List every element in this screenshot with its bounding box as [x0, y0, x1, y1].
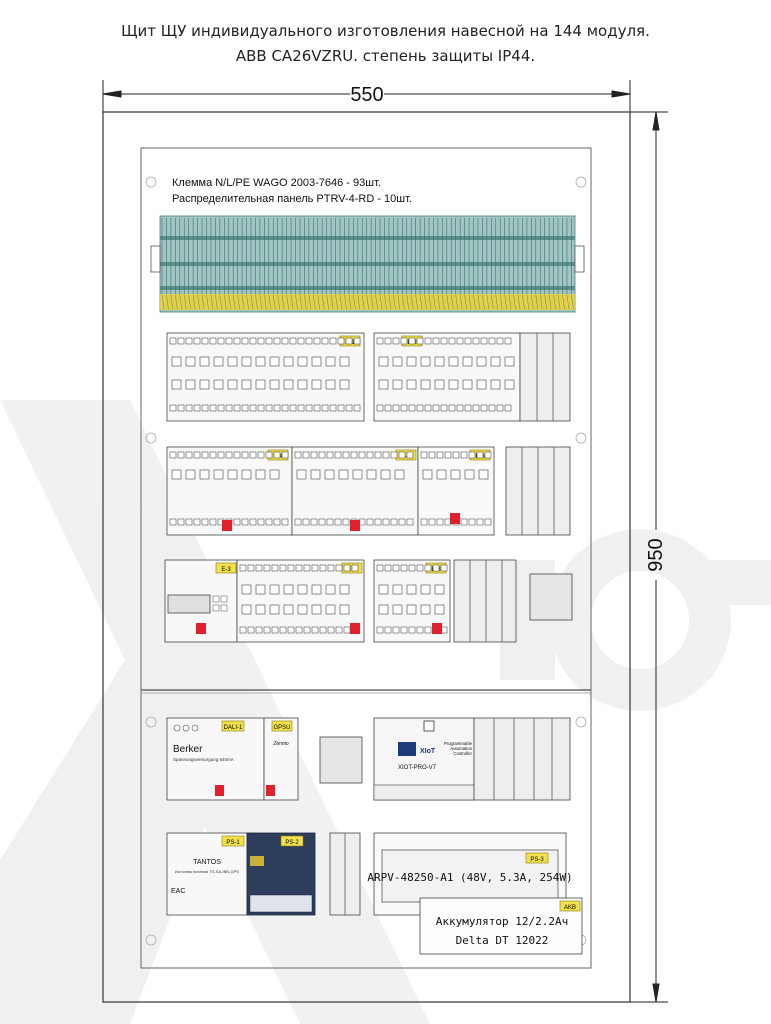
controller-lcd	[167, 594, 211, 614]
svg-text:Programmable: Programmable	[444, 741, 473, 746]
terminal-group-row-4	[529, 573, 573, 621]
gpsu-brand: Zennio	[272, 741, 289, 747]
battery-line-2: Delta DT 12022	[456, 934, 549, 947]
height-dimension	[630, 111, 668, 1003]
width-label: 550	[350, 84, 383, 106]
blank-covers-row-5	[473, 717, 571, 801]
mounting-panel	[140, 147, 592, 969]
svg-text:DALI-1: DALI-1	[224, 725, 243, 731]
led-driver-label: ARPV-48250-A1 (48V, 5.3A, 254W)	[367, 871, 572, 884]
width-dimension	[102, 80, 631, 112]
svg-text:PS-3: PS-3	[530, 857, 544, 863]
enclosure-outline	[102, 111, 631, 1003]
mounting-holes	[145, 176, 587, 946]
terminal-label-2: Распределительная панель PTRV-4-RD - 10ш…	[172, 193, 412, 205]
xiot-logo-mark	[398, 742, 416, 756]
svg-text:GPSU: GPSU	[273, 725, 290, 731]
svg-text:Е-3: Е-3	[221, 567, 231, 573]
tantos-logo: TANTOS	[193, 859, 221, 866]
drawing-title-line-2: ABB CA26VZRU. степень защиты IP44.	[235, 47, 536, 65]
berker-logo: Berker	[173, 744, 203, 755]
drawing-title-line-1: Щит ЩУ индивидуального изготовления наве…	[121, 22, 650, 40]
din-row-6: PS-1 TANTOS Источник питания TS-SA-IBN-G…	[166, 832, 583, 955]
terminal-strip	[150, 215, 585, 313]
svg-text:PS-2: PS-2	[285, 840, 299, 846]
tantos-power-supply	[166, 832, 248, 916]
eac-mark: EAC	[171, 888, 185, 895]
terminal-label-1: Клемма N/L/PE WAGO 2003-7646 - 93шт.	[172, 177, 381, 189]
blank-covers-row-2	[519, 332, 571, 422]
svg-text:AKB: AKB	[564, 905, 576, 911]
din-row-4: Е-3 Е-7 Е-8	[164, 559, 573, 643]
berker-subtitle: Spannungsversorgung 640mA	[173, 757, 234, 762]
battery-akb	[419, 897, 583, 955]
svg-text:Е-5: Е-5	[401, 454, 411, 460]
blank-covers-row-4	[453, 559, 517, 643]
battery-line-1: Аккумулятор 12/2.2Ач	[436, 915, 568, 928]
svg-text:Controller: Controller	[453, 751, 472, 756]
xiot-logo: XIoT	[420, 748, 436, 755]
tantos-desc: Источник питания TS-SA-IBN-GPS	[175, 869, 239, 874]
din-row-5: DALI-1 Berker Spannungsversorgung 640mA …	[166, 717, 571, 801]
svg-text:PS-1: PS-1	[226, 840, 240, 846]
xiot-model: XIOT-PRO-V7	[398, 765, 437, 771]
svg-text:Automation: Automation	[450, 746, 472, 751]
height-label: 950	[645, 538, 667, 571]
terminal-group-row-5	[319, 736, 363, 784]
